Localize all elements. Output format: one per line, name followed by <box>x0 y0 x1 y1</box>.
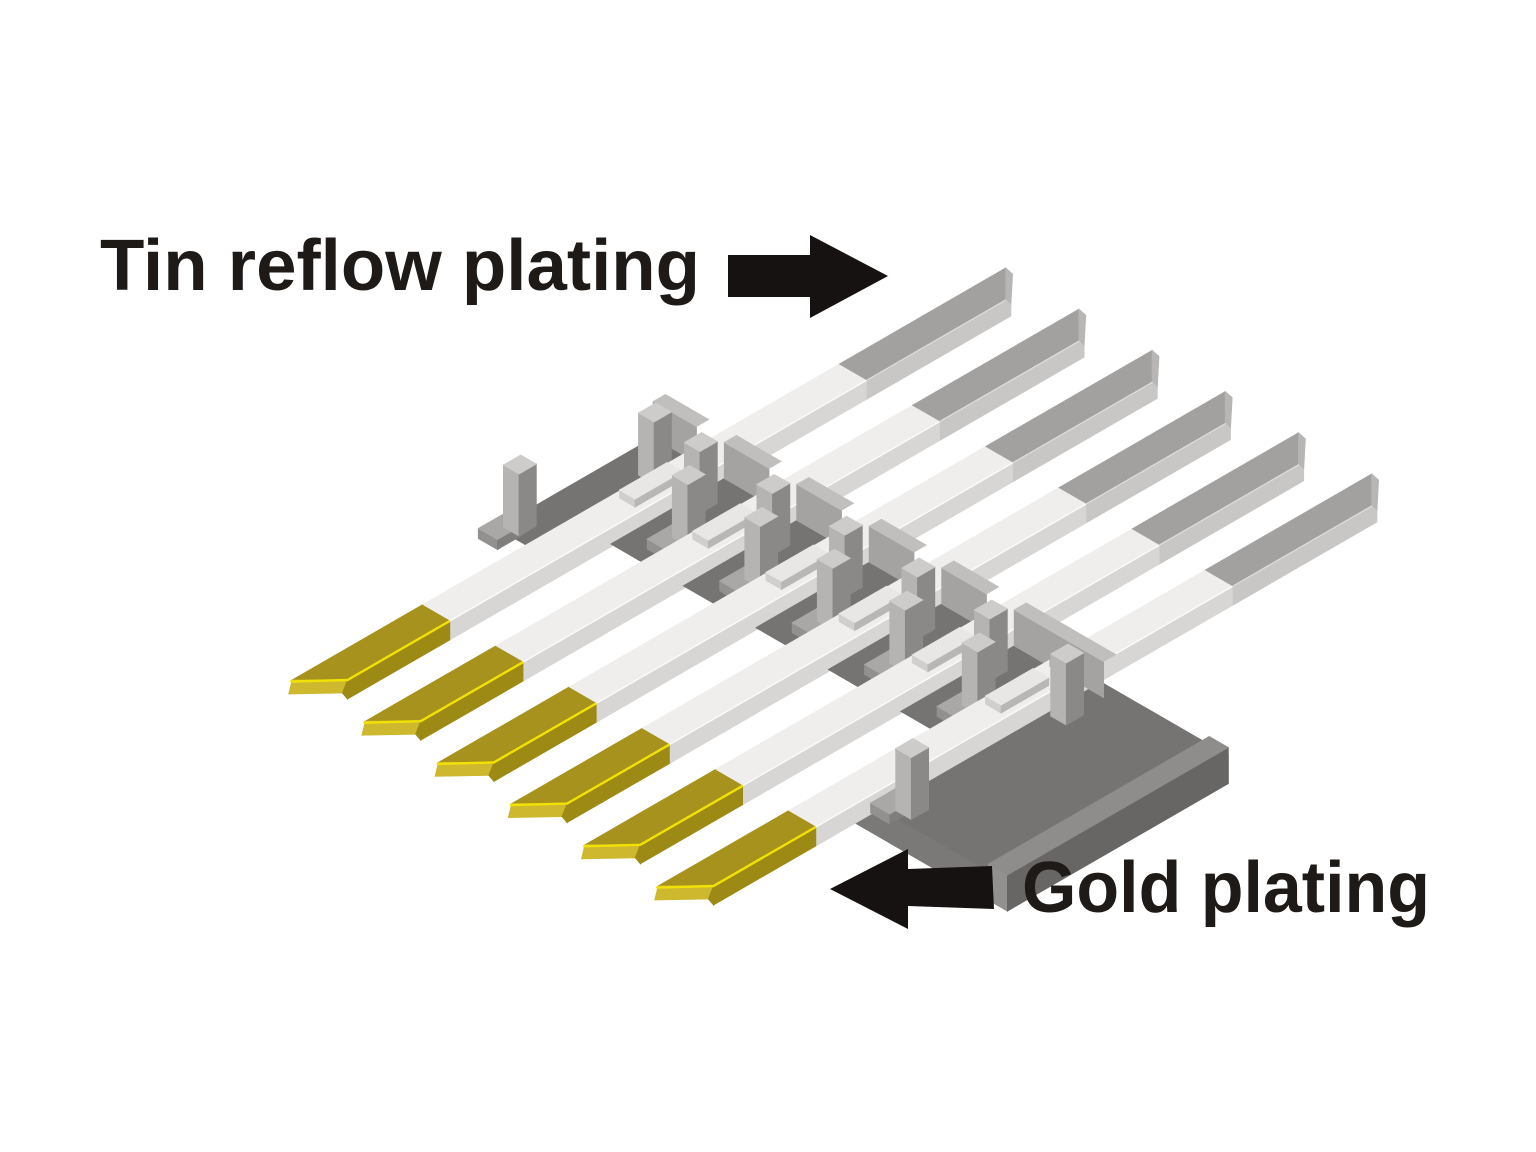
gold-label: Gold plating <box>1022 848 1430 928</box>
tin-arrow-right-icon <box>728 235 888 318</box>
pin-5-gold-edge <box>582 784 745 848</box>
end-bracket-front-post-front <box>895 747 912 821</box>
carrier-front-post-5-top <box>961 632 996 653</box>
tin-label: Tin reflow plating <box>100 226 700 306</box>
carrier-wall-1-top <box>723 435 783 469</box>
end-bracket-front-post-side <box>910 746 929 821</box>
pin-2-tin-edge <box>939 340 1080 422</box>
pin-4-tin-chamfer <box>1224 390 1233 430</box>
pin-5-body-edge <box>742 544 1161 786</box>
pin-3-gold-tip-wedge <box>488 762 495 783</box>
gold-arrow-left-icon <box>830 849 994 929</box>
pin-1-body-edge <box>449 379 868 622</box>
carrier-start-back-post-top <box>637 402 673 423</box>
pin-4-tin-edge <box>1086 423 1226 505</box>
carrier-start-front-post-front <box>502 464 520 537</box>
end-bracket-ledge-top <box>987 736 1230 876</box>
carrier-front-post-2-top <box>744 506 779 527</box>
pin-3-body-edge <box>596 461 1015 704</box>
carrier-front-post-1-top <box>671 465 706 485</box>
gold-label-group: Gold plating <box>830 848 1430 929</box>
carrier-back-post-5-top <box>973 599 1009 620</box>
end-bracket-front-post-top <box>894 738 930 758</box>
pin-1-gold-tip-wedge <box>341 679 348 701</box>
pin-6-gold-edge <box>656 825 818 889</box>
end-bracket-wall-top <box>1049 623 1117 662</box>
carrier-start-front-post-top <box>502 454 538 475</box>
pin-4-gold-tip-wedge <box>561 803 568 824</box>
carrier-start-front-post-side <box>518 463 537 537</box>
pin-4-body-edge <box>669 502 1088 745</box>
carrier-wall-4-top <box>940 560 1000 595</box>
pin-6-body-edge <box>815 585 1234 828</box>
pin-5-tin-edge <box>1159 464 1300 546</box>
carrier-front-post-3-top <box>816 548 851 569</box>
pin-1-gold-edge <box>290 619 452 683</box>
pin-2-gold-edge <box>363 660 525 724</box>
pin-header-illustration <box>288 267 1380 912</box>
carrier-back-post-3-top <box>828 515 864 536</box>
pin-6-gold-tip-wedge <box>707 885 714 907</box>
pin-5-gold-tip-wedge <box>634 844 641 865</box>
pin-3-gold-edge <box>436 701 599 766</box>
pin-6-tin-chamfer <box>1371 473 1380 512</box>
pin-4-gold-edge <box>509 742 672 807</box>
pin-6-bump-top <box>984 668 1050 706</box>
pin-2-gold-tip-wedge <box>415 721 422 742</box>
carrier-wall-2-top <box>795 476 855 511</box>
pin-3-tin-edge <box>1012 381 1153 463</box>
carrier-back-post-1-top <box>683 432 719 452</box>
carrier-front-post-4-top <box>889 590 924 611</box>
tin-label-group: Tin reflow plating <box>100 226 888 318</box>
pin-5-tin-chamfer <box>1298 431 1306 471</box>
carrier-back-post-4-top <box>901 557 936 578</box>
carrier-back-post-2-top <box>756 473 791 494</box>
end-bracket-back-post-side <box>1065 652 1084 726</box>
pin-1-tin-chamfer <box>1005 267 1014 306</box>
pin-2-body-edge <box>523 420 941 663</box>
pin-1-tin-edge <box>866 299 1007 381</box>
carrier-wall-3-top <box>868 518 927 553</box>
end-bracket-back-post-front <box>1050 653 1067 726</box>
carrier-start-wall-top <box>652 394 710 427</box>
end-bracket-back-post-top <box>1049 643 1085 664</box>
pin-2-tin-chamfer <box>1078 308 1087 348</box>
pin-3-tin-chamfer <box>1151 349 1160 389</box>
pin-6-tin-edge <box>1232 505 1373 587</box>
